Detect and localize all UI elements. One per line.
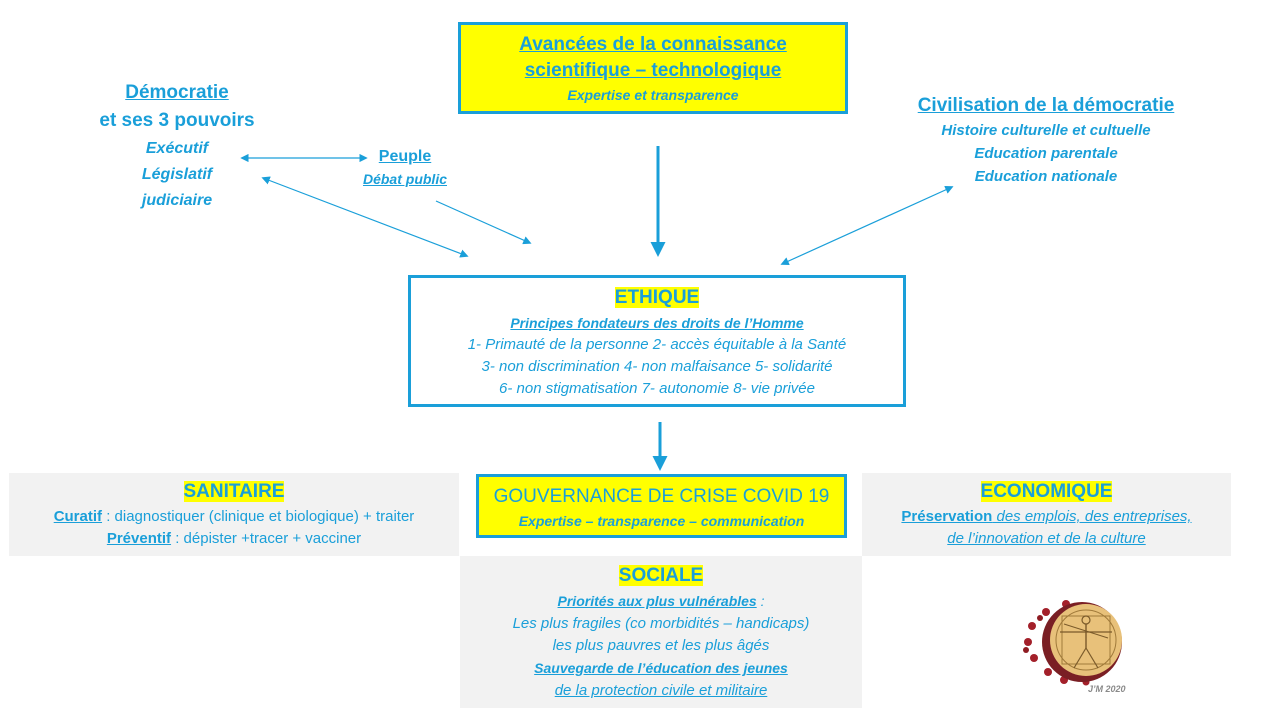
economique-label: Préservation (901, 508, 993, 525)
virus-spikes (1023, 600, 1090, 686)
arrow-people-to-ethics (435, 200, 532, 245)
ethics-principles-line-3: 6- non stigmatisation 7- autonomie 8- vi… (499, 380, 815, 397)
arrow-democracy-ethics (261, 176, 469, 258)
economique-text-2: de l’innovation et de la culture (947, 530, 1146, 547)
ethics-principles-line-1: 1- Primauté de la personne 2- accès équi… (467, 336, 847, 353)
science-title-line2: scientifique – technologique (524, 60, 782, 81)
science-subtitle: Expertise et transparence (567, 87, 739, 103)
economique-text-1: des emplois, des entreprises, (992, 508, 1192, 525)
signature: J’M 2020 (1088, 684, 1126, 694)
preventif-label: Préventif (106, 530, 172, 547)
governance-title: GOUVERNANCE DE CRISE COVID 19 (493, 486, 830, 507)
governance-box: GOUVERNANCE DE CRISE COVID 19 Expertise … (476, 474, 847, 538)
civilisation-block: Civilisation de la démocratie Histoire c… (886, 93, 1206, 188)
covid-vitruvian-logo (1023, 600, 1122, 686)
democracy-title-line1: Démocratie (125, 82, 229, 103)
people-block: Peuple Débat public (340, 146, 470, 190)
science-box: Avancées de la connaissance scientifique… (458, 22, 848, 114)
sociale-priority: Priorités aux plus vulnérables (557, 593, 757, 609)
curatif-text: : diagnostiquer (clinique et biologique)… (102, 508, 415, 525)
sociale-line-1: Les plus fragiles (co morbidités – handi… (512, 615, 810, 632)
preventif-text: : dépister +tracer + vacciner (171, 530, 362, 547)
arrow-civilisation-ethics (780, 185, 954, 266)
democracy-block: Démocratie et ses 3 pouvoirs Exécutif Lé… (72, 79, 282, 213)
sociale-line-2: les plus pauvres et les plus âgés (552, 637, 770, 654)
ethics-box: ETHIQUE Principes fondateurs des droits … (408, 275, 906, 407)
sociale-line-3: de la protection civile et militaire (554, 682, 768, 699)
ethics-subtitle: Principes fondateurs des droits de l’Hom… (510, 315, 804, 331)
sociale-priority-colon: : (756, 593, 765, 609)
economique-title: ECONOMIQUE (980, 481, 1113, 502)
science-title-line1: Avancées de la connaissance (519, 34, 787, 55)
power-executive: Exécutif (145, 140, 209, 157)
civilisation-line-3: Education nationale (974, 168, 1118, 185)
curatif-label: Curatif (53, 508, 103, 525)
sanitaire-panel: SANITAIRE Curatif : diagnostiquer (clini… (9, 473, 459, 556)
civilisation-line-1: Histoire culturelle et cultuelle (941, 122, 1151, 139)
sociale-title: SOCIALE (618, 565, 704, 586)
governance-subtitle: Expertise – transparence – communication (518, 513, 805, 529)
democracy-title-line2: et ses 3 pouvoirs (99, 110, 255, 131)
civilisation-line-2: Education parentale (974, 145, 1118, 162)
people-subtitle: Débat public (362, 171, 447, 187)
sanitaire-title: SANITAIRE (183, 481, 285, 502)
power-legislative: Législatif (141, 166, 213, 183)
economique-panel: ECONOMIQUE Préservation des emplois, des… (862, 473, 1231, 556)
people-title: Peuple (378, 148, 432, 165)
sociale-panel: SOCIALE Priorités aux plus vulnérables :… (460, 556, 862, 708)
ethics-principles-line-2: 3- non discrimination 4- non malfaisance… (481, 358, 833, 375)
ethics-title: ETHIQUE (614, 287, 700, 308)
power-judicial: judiciaire (141, 192, 213, 209)
sociale-save: Sauvegarde de l’éducation des jeunes (534, 660, 788, 676)
civilisation-title: Civilisation de la démocratie (917, 95, 1175, 116)
